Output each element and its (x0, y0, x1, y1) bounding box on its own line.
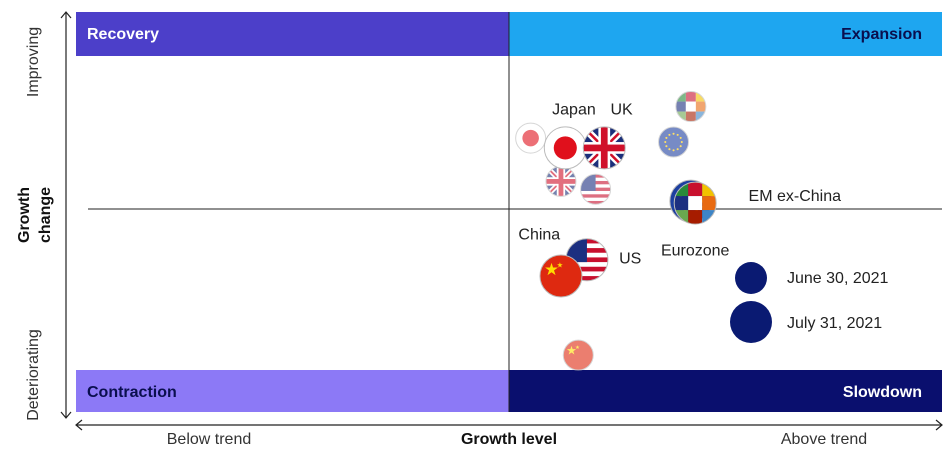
quadrant-banners: Recovery Expansion Contraction Slowdown (76, 12, 942, 412)
point-label: US (619, 251, 641, 268)
y-axis-title-line1: Growth (16, 187, 33, 243)
point-label: EM ex-China (749, 188, 842, 205)
legend: June 30, 2021 July 31, 2021 (730, 262, 889, 343)
eu-flag-icon (658, 126, 690, 158)
y-tick-improving: Improving (25, 27, 42, 97)
expansion-banner (509, 12, 942, 56)
slowdown-label: Slowdown (843, 384, 922, 401)
point-label: China (518, 226, 560, 243)
slowdown-banner (509, 370, 942, 412)
expansion-label: Expansion (841, 26, 922, 43)
x-tick-below-trend: Below trend (167, 431, 252, 448)
y-axis-arrow (60, 11, 72, 419)
em-flag-icon (673, 181, 717, 225)
japan-flag-icon (543, 126, 587, 170)
japan-flag-icon (515, 122, 547, 154)
svg-text:★: ★ (544, 260, 559, 279)
contraction-banner (76, 370, 509, 412)
em-flag-icon (675, 91, 707, 123)
point-label: Eurozone (661, 243, 730, 260)
point-label: Japan (552, 102, 596, 119)
y-tick-deteriorating: Deteriorating (25, 329, 42, 421)
y-axis-title-line2: change (37, 187, 54, 243)
svg-text:★: ★ (557, 261, 564, 270)
x-axis-title: Growth level (461, 431, 557, 448)
svg-text:★: ★ (566, 343, 577, 357)
legend-marker-june (735, 262, 767, 294)
svg-text:★: ★ (575, 345, 580, 351)
us-flag-icon (580, 173, 612, 205)
x-axis-arrow (75, 419, 943, 431)
recovery-label: Recovery (87, 26, 159, 43)
uk-flag-icon (545, 165, 577, 197)
legend-label-july: July 31, 2021 (787, 315, 882, 332)
point-label: UK (610, 102, 633, 119)
recovery-banner (76, 12, 509, 56)
x-tick-above-trend: Above trend (781, 431, 867, 448)
legend-marker-july (730, 301, 772, 343)
uk-flag-icon (582, 126, 626, 170)
china-flag-icon: ★★ (562, 339, 594, 371)
china-flag-icon: ★★ (539, 254, 583, 298)
contraction-label: Contraction (87, 384, 177, 401)
legend-label-june: June 30, 2021 (787, 270, 889, 287)
